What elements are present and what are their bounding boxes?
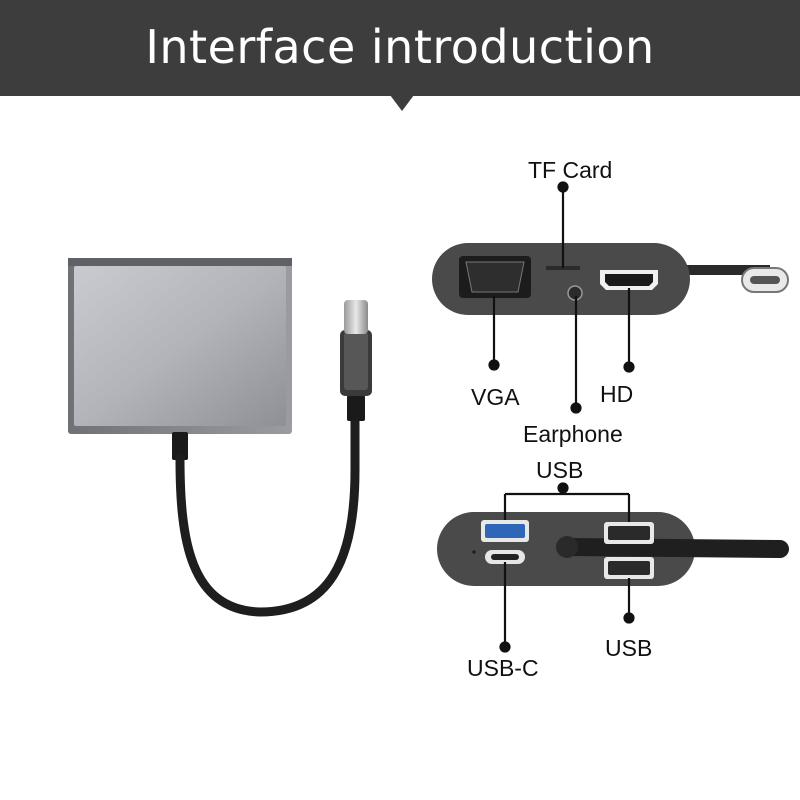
device-top-view [432, 243, 789, 315]
label-earphone: Earphone [523, 421, 623, 447]
label-tf-card: TF Card [528, 157, 613, 183]
page-title: Interface introduction [145, 20, 655, 74]
callout-lines-bottom [499, 482, 635, 653]
callout-lines-top [488, 181, 635, 414]
adapter-product-image [68, 258, 372, 617]
label-vga: VGA [471, 384, 520, 410]
label-usb-top: USB [536, 457, 584, 483]
banner-pointer [390, 95, 414, 111]
label-hdmi: HD [600, 381, 634, 407]
label-usb-c: USB-C [467, 655, 539, 681]
device-bottom-view [437, 512, 789, 586]
title-banner [0, 0, 800, 96]
label-usb-bottom: USB [605, 635, 653, 661]
